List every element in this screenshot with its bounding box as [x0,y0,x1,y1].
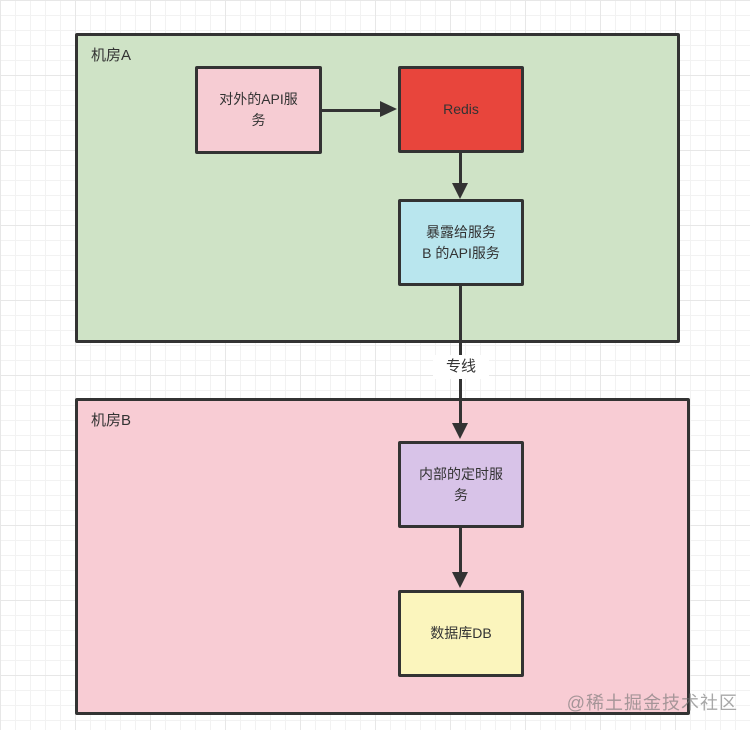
arrowhead-down-icon [452,572,468,588]
arrowhead-down-icon [452,183,468,199]
dedicated-line-label: 专线 [433,355,489,379]
zone-a-label: 机房A [91,47,132,64]
node-database-db: 数据库DB [398,590,524,677]
node-database-label: 数据库DB [430,625,492,641]
node-external-api-label: 对外的API服 务 [219,91,298,128]
zone-datacenter-b: 机房B [75,398,690,715]
arrowhead-down-icon [452,423,468,439]
node-internal-timer-label: 内部的定时服 务 [419,465,503,503]
arrow-shaft [322,109,382,112]
node-exposed-api-service: 暴露给服务 B 的API服务 [398,199,524,286]
zone-b-label: 机房B [91,412,132,429]
arrowhead-right-icon [380,101,397,117]
node-redis: Redis [398,66,524,153]
arrow-shaft [459,528,462,573]
arrow-shaft [459,153,462,185]
zone-datacenter-a: 机房A [75,33,680,343]
watermark-text: @稀土掘金技术社区 [566,693,738,713]
node-redis-label: Redis [443,101,479,117]
node-exposed-api-label: 暴露给服务 B 的API服务 [422,223,500,261]
node-external-api-service: 对外的API服 务 [195,66,322,154]
node-internal-timer-service: 内部的定时服 务 [398,441,524,528]
